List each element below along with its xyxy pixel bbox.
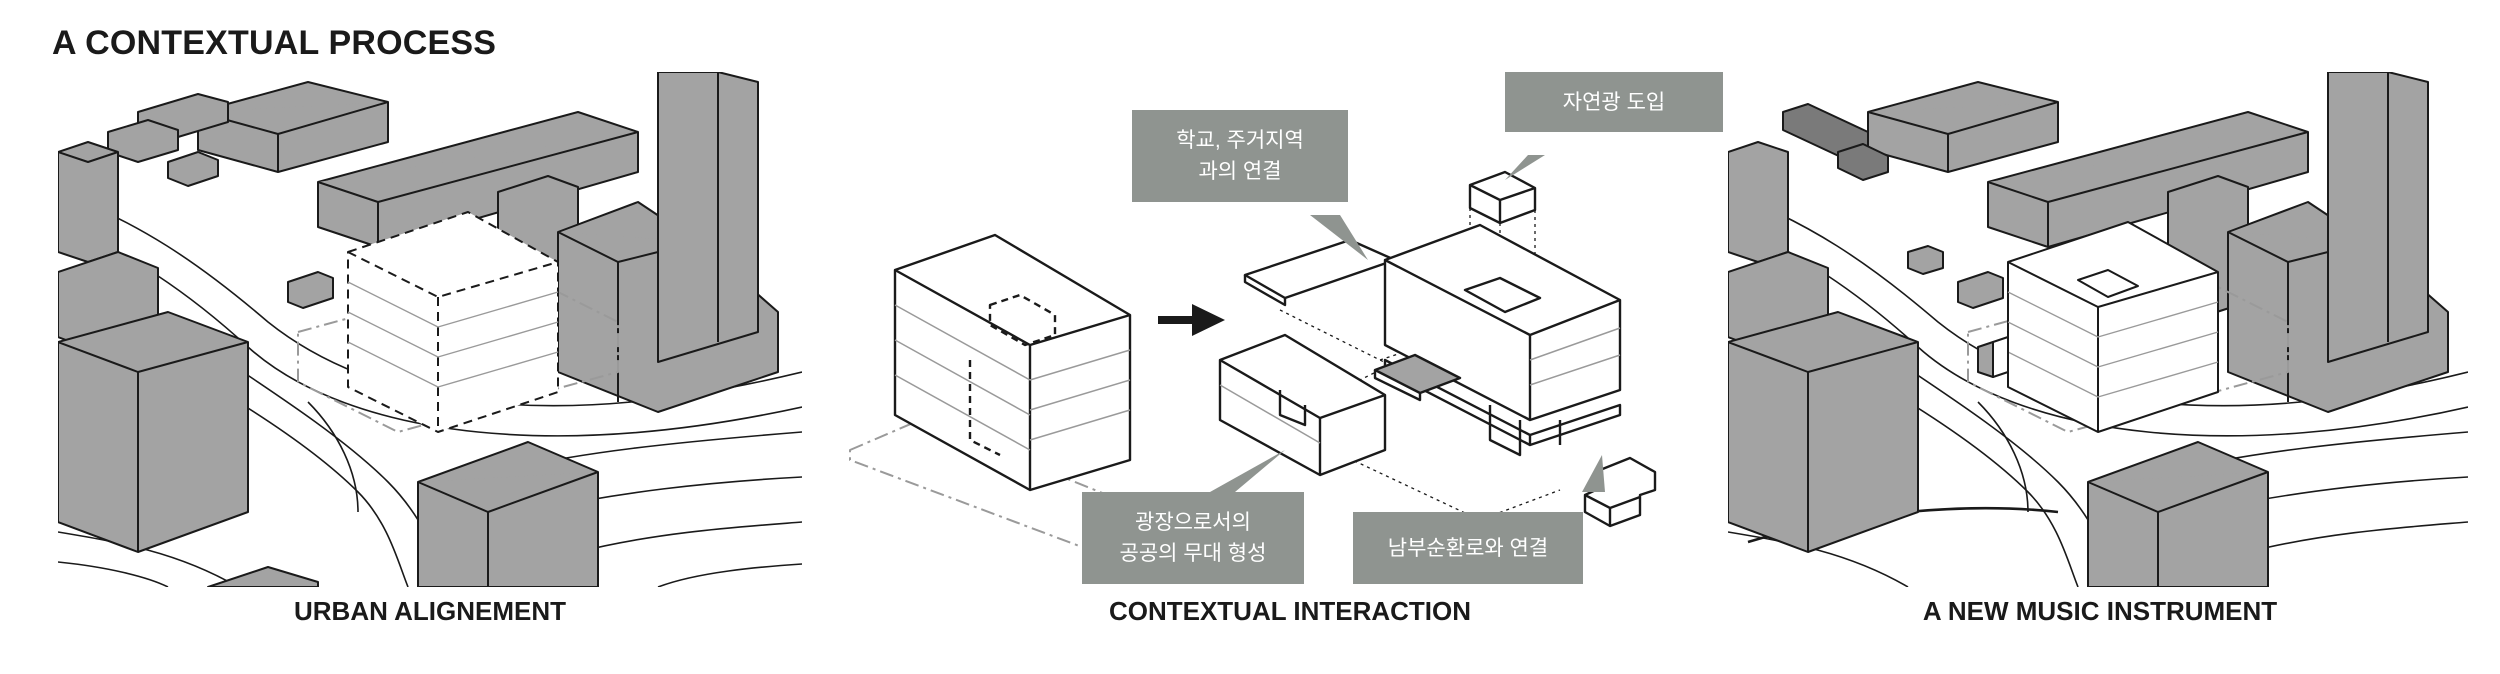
callout-ring-road: 남부순환로와 연결 — [1353, 512, 1583, 584]
new-instrument-volume — [1977, 221, 2219, 433]
stair-piece — [1373, 353, 1462, 402]
callout-pointers — [1210, 155, 1605, 492]
transform-arrow — [1158, 304, 1225, 336]
panel-new-music-instrument — [1728, 72, 2468, 587]
caption-contextual-interaction: CONTEXTUAL INTERACTION — [1108, 596, 1472, 626]
plaza-base-volume — [1218, 333, 1387, 477]
existing-buildings — [1728, 72, 2449, 587]
callout-daylight: 자연광 도입 — [1505, 72, 1723, 132]
urban-site-drawing — [58, 72, 802, 587]
daylight-lantern — [1468, 170, 1537, 225]
page-title: A CONTEXTUAL PROCESS — [52, 24, 497, 62]
panel-urban-alignement — [58, 72, 802, 587]
exploded-roof-plate — [1243, 238, 1397, 307]
original-volume — [893, 233, 1132, 492]
main-upper-volume — [1383, 223, 1622, 457]
instrument-site-drawing — [1728, 72, 2468, 587]
caption-urban-alignement: URBAN ALIGNEMENT — [293, 596, 567, 626]
interaction-diagram — [849, 155, 1657, 551]
caption-new-music-instrument: A NEW MUSIC INSTRUMENT — [1922, 596, 2278, 626]
